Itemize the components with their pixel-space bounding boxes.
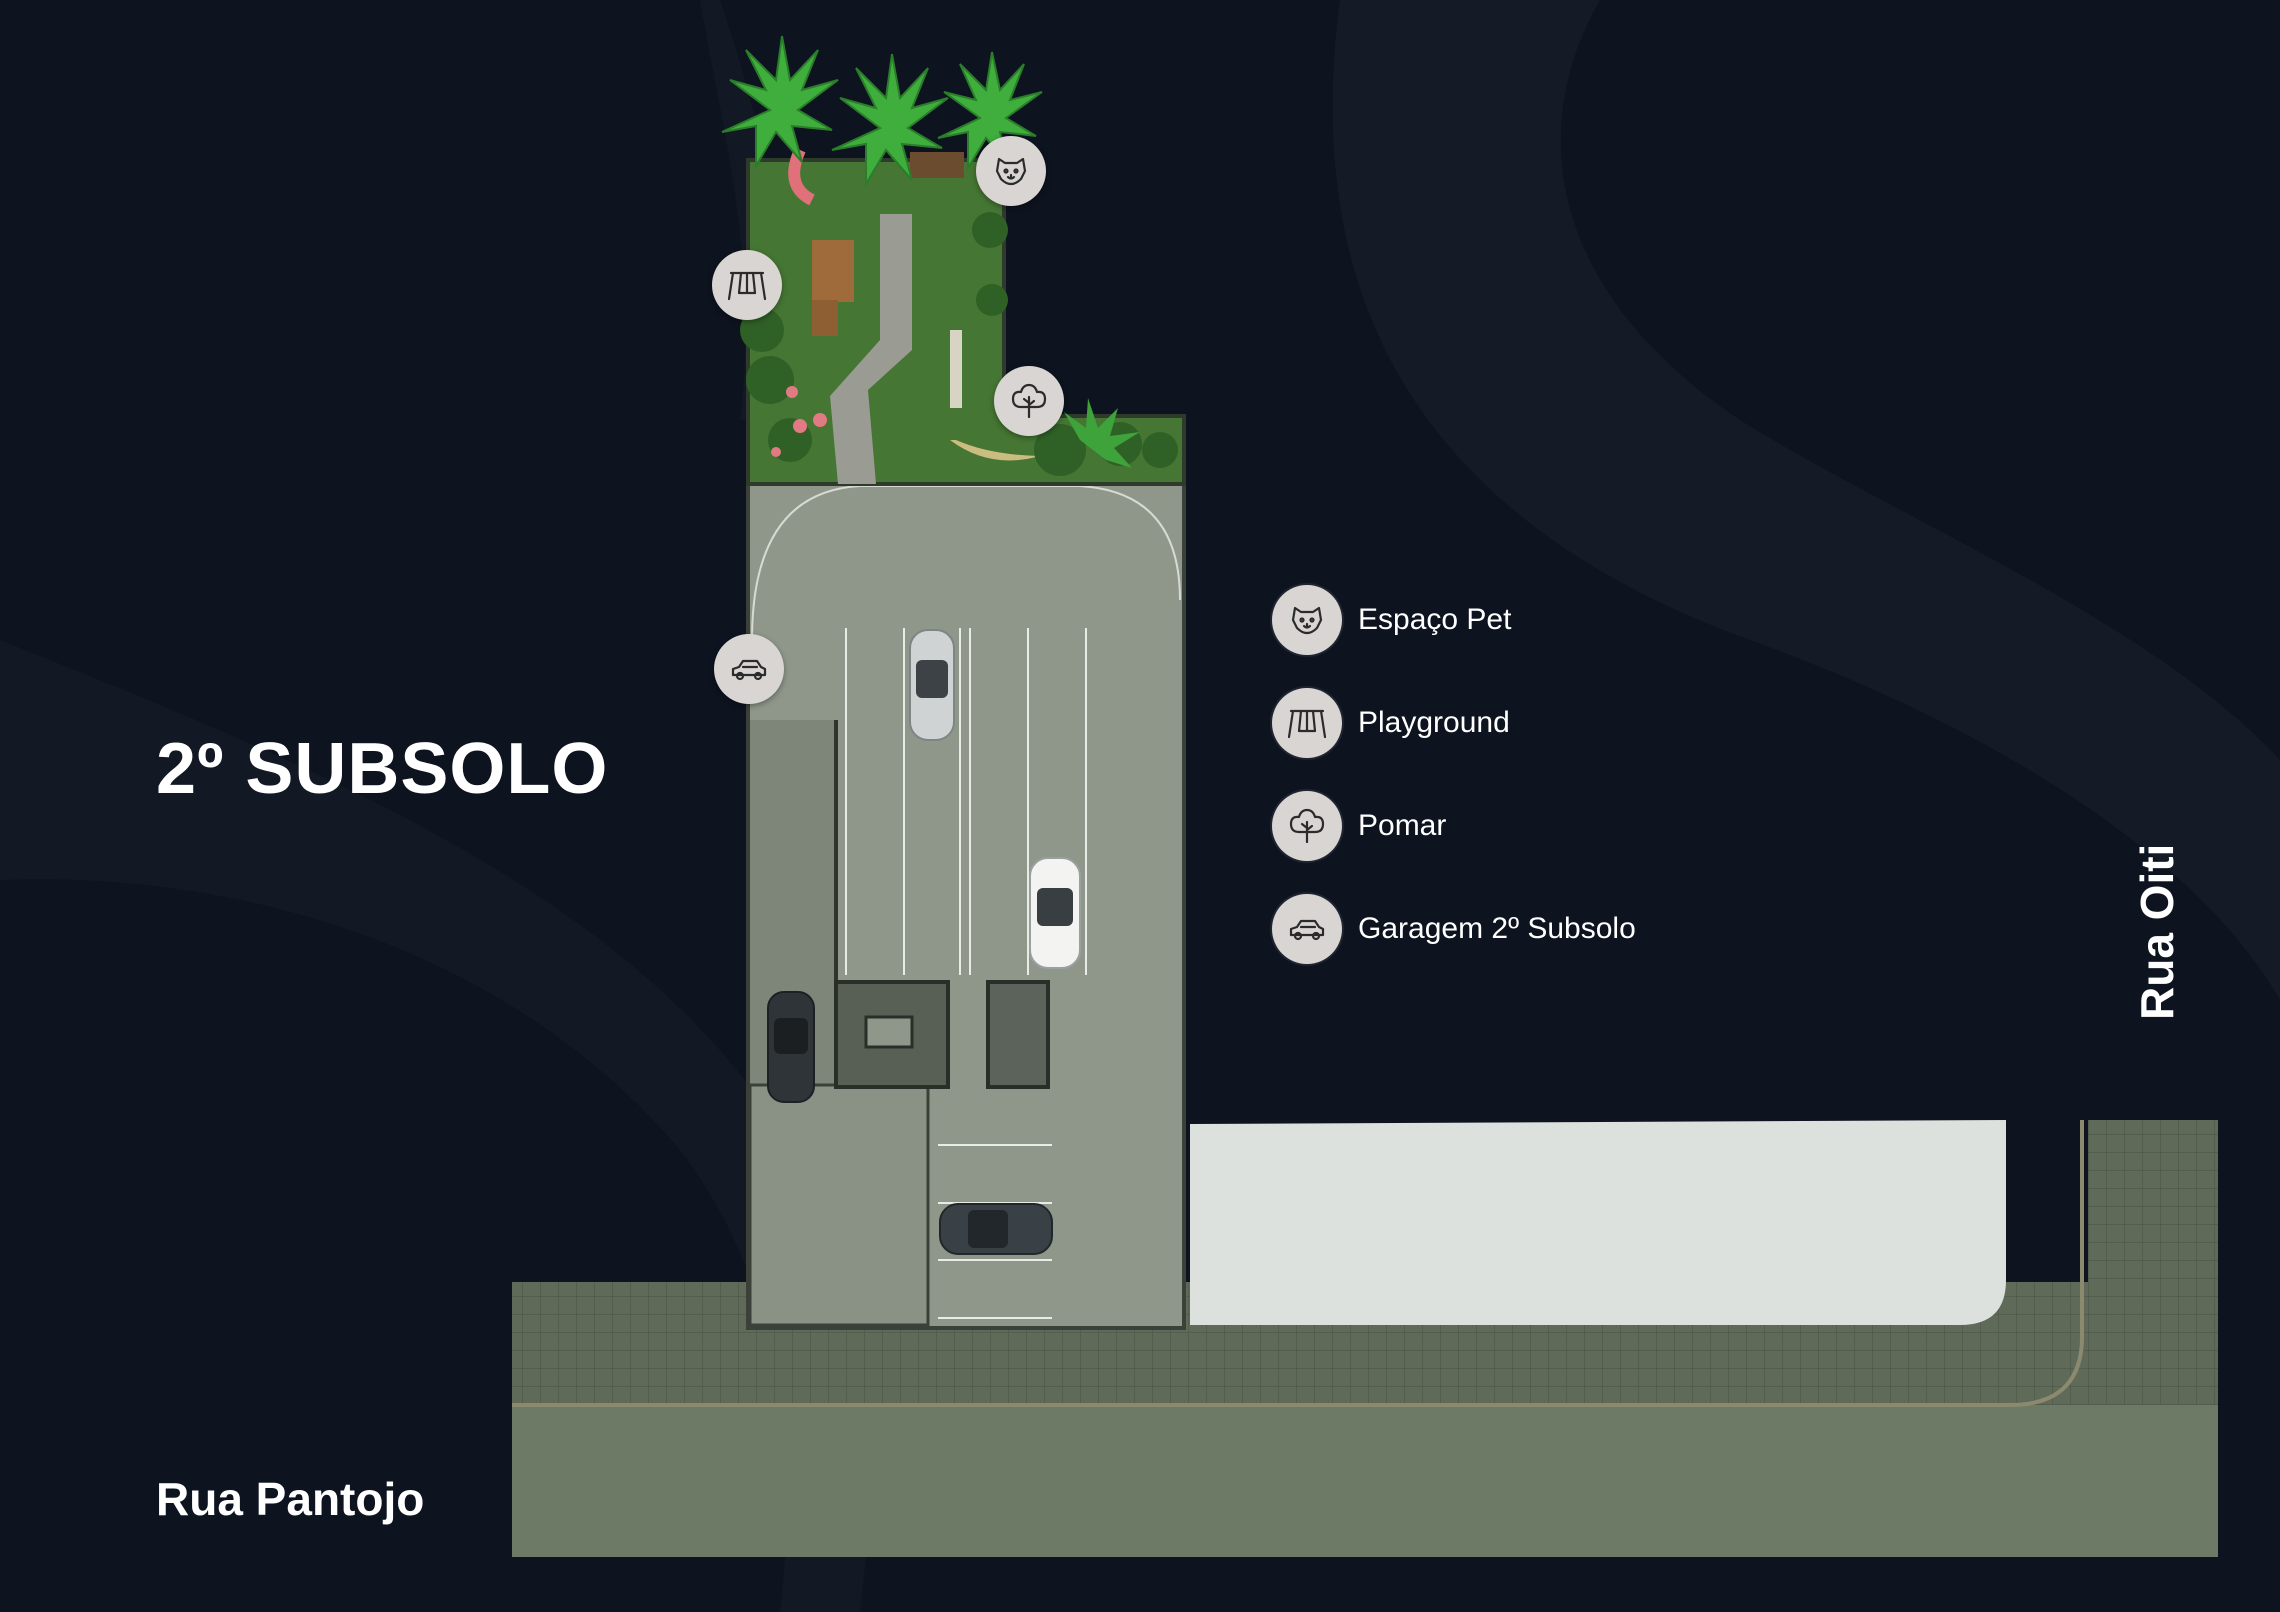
legend-icon (1272, 791, 1342, 861)
ramp-curve (751, 485, 1181, 641)
street-label-bottom: Rua Pantojo (156, 1473, 425, 1525)
legend-label: Pomar (1358, 809, 1447, 842)
marker-garagem[interactable] (714, 634, 784, 704)
legend-label: Garagem 2º Subsolo (1358, 912, 1636, 945)
car-white (1029, 857, 1081, 969)
neighbor-building (1190, 1120, 2006, 1325)
elevator-core (986, 980, 1050, 1089)
street-area (512, 1405, 2218, 1557)
street-label-right: Rua Oiti (2131, 843, 2183, 1020)
car-icon (731, 659, 767, 681)
marker-playground[interactable] (712, 250, 782, 320)
legend-label: Espaço Pet (1358, 603, 1512, 636)
marker-espaco-pet[interactable] (976, 136, 1046, 206)
legend-icon (1272, 585, 1342, 655)
legend-item-garagem[interactable]: Garagem 2º Subsolo (1272, 893, 1636, 965)
tree-icon (1011, 383, 1047, 419)
legend-icon (1272, 894, 1342, 964)
parking-lines (845, 628, 1087, 1319)
car-dark-left (767, 991, 815, 1103)
garden-path (830, 214, 912, 484)
tree-icon (1289, 808, 1325, 844)
swing-icon (727, 271, 767, 301)
dog-icon (1291, 606, 1323, 635)
legend-label: Playground (1358, 706, 1510, 739)
page-title: 2º SUBSOLO (156, 729, 609, 809)
marker-pomar[interactable] (994, 366, 1064, 436)
lower-block (748, 1083, 930, 1327)
swing-icon (1287, 709, 1327, 739)
sidewalk-paving (512, 1120, 2218, 1405)
car-silver (909, 629, 955, 741)
legend: Espaço Pet Playground Pomar Garagem 2º S… (1272, 584, 1636, 996)
playground-deck (812, 240, 854, 302)
dog-icon (995, 157, 1027, 186)
car-dark-bottom (939, 1203, 1053, 1255)
palm-trees (721, 35, 1043, 188)
legend-item-espaco-pet[interactable]: Espaço Pet (1272, 584, 1636, 656)
car-icon (1289, 919, 1325, 941)
legend-item-pomar[interactable]: Pomar (1272, 790, 1636, 862)
legend-item-playground[interactable]: Playground (1272, 687, 1636, 759)
legend-icon (1272, 688, 1342, 758)
flowers (771, 386, 827, 457)
